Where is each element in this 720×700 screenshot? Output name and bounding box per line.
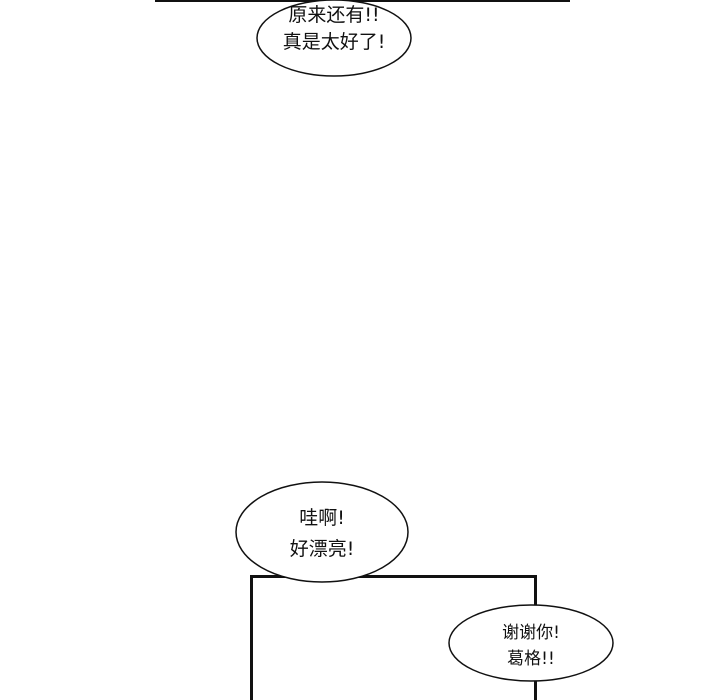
bubble-2-line-1: 哇啊! xyxy=(299,507,345,529)
bubble-1-line-1: 原来还有!! xyxy=(288,4,379,26)
speech-bubble-3: 谢谢你! 葛格!! xyxy=(448,604,614,682)
bubble-2-line-2: 好漂亮! xyxy=(290,538,355,560)
top-panel-border xyxy=(155,0,570,2)
speech-bubble-1: 原来还有!! 真是太好了! xyxy=(256,0,412,77)
bubble-1-line-2: 真是太好了! xyxy=(283,31,386,53)
bubble-3-line-2: 葛格!! xyxy=(507,649,555,669)
speech-bubble-2: 哇啊! 好漂亮! xyxy=(235,481,409,583)
bubble-3-line-1: 谢谢你! xyxy=(502,623,560,643)
